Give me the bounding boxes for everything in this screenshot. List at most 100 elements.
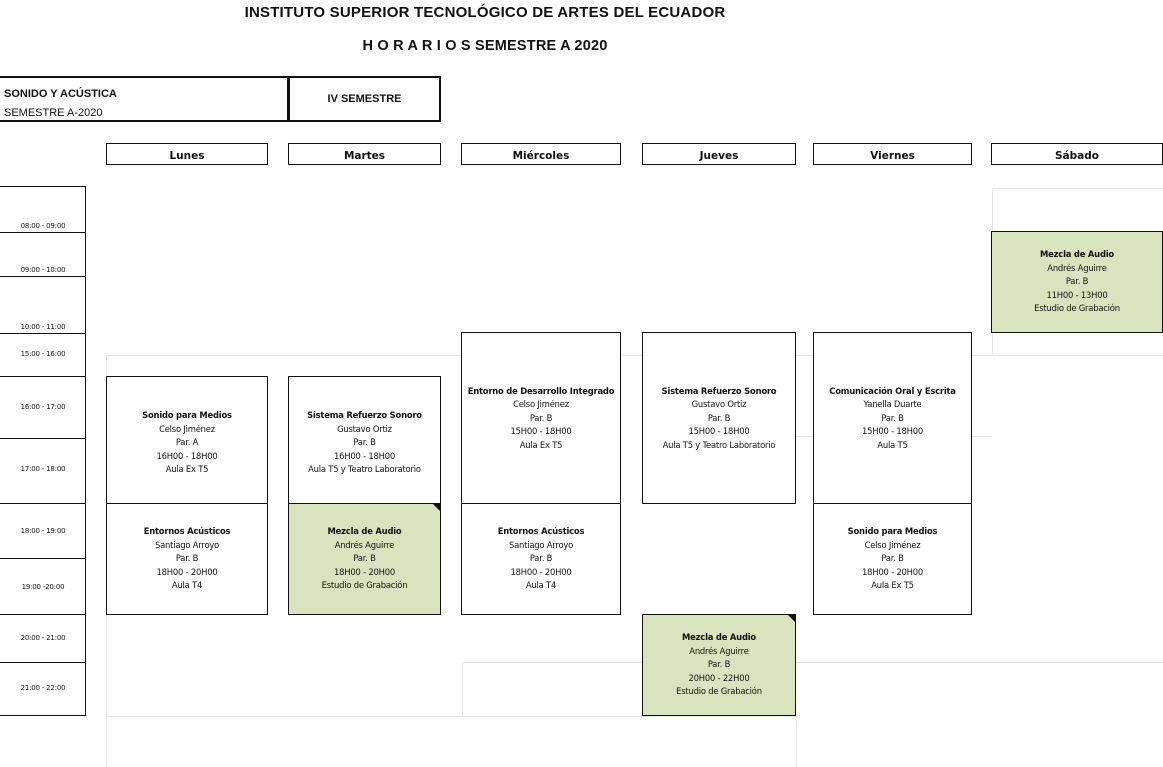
day-header-viernes: Viernes (813, 143, 972, 165)
class-cell-lunes-afternoon[interactable]: Sonido para Medios Celso Jiménez Par. A … (106, 376, 268, 504)
class-hours: 15H00 - 18H00 (688, 426, 750, 437)
day-header-lunes: Lunes (106, 143, 268, 165)
class-subject: Sistema Refuerzo Sonoro (307, 410, 422, 421)
time-divider (0, 232, 86, 233)
class-group: Par. B (353, 437, 376, 448)
class-hours: 15H00 - 18H00 (510, 426, 572, 437)
class-cell-martes-evening[interactable]: Mezcla de Audio Andrés Aguirre Par. B 18… (288, 503, 441, 615)
day-header-jueves: Jueves (642, 143, 796, 165)
class-cell-viernes-evening[interactable]: Sonido para Medios Celso Jiménez Par. B … (813, 503, 972, 615)
time-divider (0, 614, 86, 615)
time-divider (0, 333, 86, 334)
class-teacher: Santiago Arroyo (508, 539, 574, 550)
class-subject: Entorno de Desarrollo Integrado (467, 386, 615, 396)
class-hours: 18H00 - 20H00 (862, 566, 923, 577)
time-divider (0, 276, 86, 277)
class-room: Aula T5 y Teatro Laboratorio (662, 439, 776, 450)
class-group: Par. B (529, 553, 553, 564)
class-room: Aula Ex T5 (519, 439, 563, 450)
class-group: Par. B (881, 412, 904, 423)
class-teacher: Celso Jiménez (513, 399, 569, 410)
grid-line (796, 716, 797, 767)
semester-level: IV SEMESTRE (327, 93, 402, 105)
grid-line (992, 188, 1163, 189)
class-subject: Mezcla de Audio (1040, 249, 1114, 260)
career-name: SONIDO Y ACÚSTICA (4, 88, 117, 100)
day-header-miercoles: Miércoles (461, 143, 621, 165)
time-column (0, 186, 86, 716)
class-subject: Sonido para Medios (142, 410, 232, 421)
class-room: Estudio de Grabación (1034, 303, 1120, 314)
time-label: 15:00 - 16:00 (20, 350, 66, 358)
class-subject: Entornos Acústicos (143, 526, 231, 537)
class-hours: 18H00 - 20H00 (156, 566, 218, 577)
class-cell-jueves-night[interactable]: Mezcla de Audio Andrés Aguirre Par. B 20… (642, 614, 796, 716)
class-group: Par. B (707, 659, 731, 670)
class-subject: Sonido para Medios (847, 526, 938, 537)
day-header-martes: Martes (288, 143, 441, 165)
time-divider (0, 438, 86, 439)
class-subject: Mezcla de Audio (682, 632, 756, 643)
class-group: Par. B (353, 553, 376, 564)
class-cell-sabado-morning[interactable]: Mezcla de Audio Andrés Aguirre Par. B 11… (991, 231, 1163, 333)
class-room: Estudio de Grabación (321, 580, 408, 591)
time-label: 18:00 - 19:00 (20, 527, 66, 535)
class-teacher: Gustavo Ortiz (691, 399, 747, 410)
class-hours: 11H00 - 13H00 (1046, 289, 1108, 300)
time-label: 09:00 - 10:00 (20, 266, 66, 274)
class-hours: 15H00 - 18H00 (862, 426, 923, 437)
class-hours: 16H00 - 18H00 (334, 450, 395, 461)
class-subject: Mezcla de Audio (327, 526, 402, 537)
class-teacher: Andrés Aguirre (334, 539, 395, 550)
class-room: Aula T5 (877, 439, 908, 450)
class-group: Par. A (175, 437, 199, 448)
class-subject: Sistema Refuerzo Sonoro (661, 386, 777, 396)
class-teacher: Yanella Duarte (863, 399, 922, 410)
class-cell-miercoles-evening[interactable]: Entornos Acústicos Santiago Arroyo Par. … (461, 503, 621, 615)
class-room: Estudio de Grabación (676, 686, 762, 697)
class-cell-viernes-afternoon[interactable]: Comunicación Oral y Escrita Yanella Duar… (813, 332, 972, 504)
class-room: Aula Ex T5 (871, 580, 914, 591)
class-teacher: Andrés Aguirre (1047, 262, 1107, 273)
time-divider (0, 558, 86, 559)
grid-line (106, 716, 796, 717)
class-hours: 18H00 - 20H00 (334, 566, 395, 577)
class-subject: Entornos Acústicos (497, 526, 585, 537)
class-hours: 18H00 - 20H00 (510, 566, 572, 577)
class-teacher: Santiago Arroyo (154, 539, 220, 550)
class-group: Par. B (529, 412, 553, 423)
class-hours: 20H00 - 22H00 (688, 672, 750, 683)
grid-line (106, 355, 1163, 356)
class-teacher: Andrés Aguirre (689, 645, 749, 656)
time-label: 16:00 - 17:00 (20, 403, 66, 411)
semester-box: IV SEMESTRE (288, 76, 441, 122)
time-divider (0, 503, 86, 504)
day-header-sabado: Sábado (991, 143, 1163, 165)
class-cell-lunes-evening[interactable]: Entornos Acústicos Santiago Arroyo Par. … (106, 503, 268, 615)
institute-title: INSTITUTO SUPERIOR TECNOLÓGICO DE ARTES … (244, 4, 726, 21)
class-group: Par. B (707, 412, 731, 423)
class-teacher: Celso Jiménez (864, 539, 921, 550)
career-box: SONIDO Y ACÚSTICA SEMESTRE A-2020 (0, 76, 289, 122)
time-label: 17:00 - 18:00 (20, 465, 66, 473)
time-divider (0, 662, 86, 663)
class-cell-miercoles-afternoon[interactable]: Entorno de Desarrollo Integrado Celso Ji… (461, 332, 621, 504)
class-cell-jueves-afternoon[interactable]: Sistema Refuerzo Sonoro Gustavo Ortiz Pa… (642, 332, 796, 504)
class-group: Par. B (1065, 276, 1089, 287)
career-period: SEMESTRE A-2020 (4, 107, 103, 119)
time-label: 10:00 - 11:00 (20, 323, 66, 331)
class-room: Aula Ex T5 (165, 464, 209, 475)
class-room: Aula T5 y Teatro Laboratorio (308, 464, 421, 475)
time-label: 19:00 -20:00 (21, 583, 65, 591)
class-room: Aula T4 (171, 580, 203, 591)
grid-line (462, 662, 463, 716)
class-teacher: Gustavo Ortiz (337, 423, 392, 434)
class-cell-martes-afternoon[interactable]: Sistema Refuerzo Sonoro Gustavo Ortiz Pa… (288, 376, 441, 504)
grid-line (462, 662, 1163, 663)
time-label: 08:00 - 09:00 (20, 222, 66, 230)
time-divider (0, 376, 86, 377)
class-subject: Comunicación Oral y Escrita (829, 386, 956, 396)
time-label: 20:00 - 21:00 (20, 634, 66, 642)
class-group: Par. B (881, 553, 904, 564)
grid-line (992, 188, 993, 232)
